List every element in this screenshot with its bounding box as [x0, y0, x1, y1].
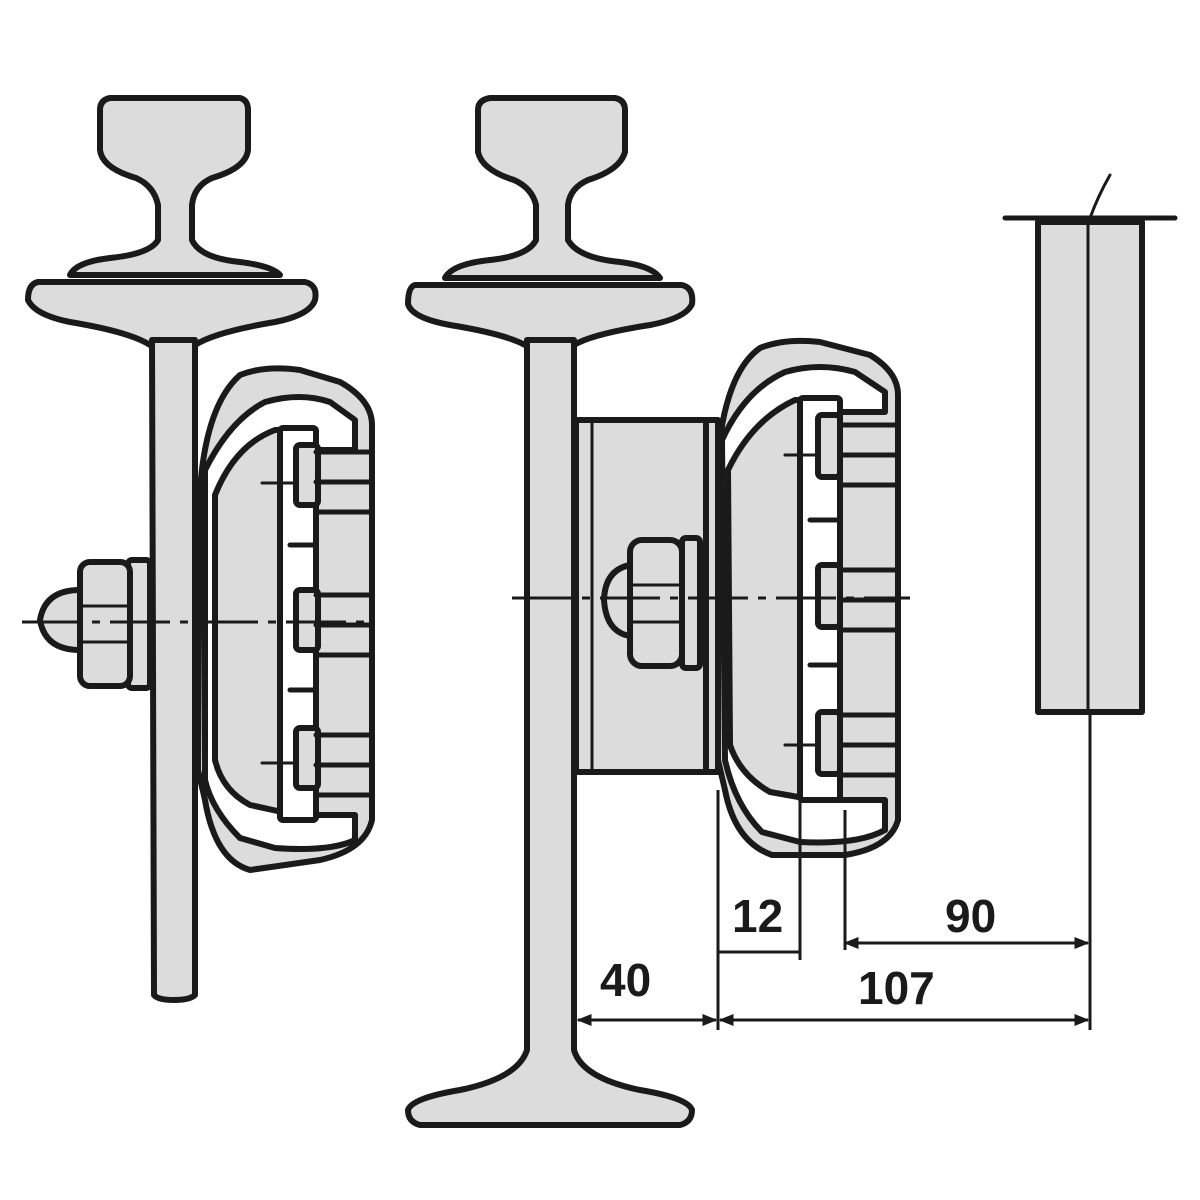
- middle-assembly: [405, 95, 910, 1128]
- dimension-40-label: 40: [600, 954, 651, 1006]
- left-comb: [260, 425, 375, 823]
- middle-beam-top-flange: [405, 282, 696, 348]
- left-nut: [77, 559, 133, 689]
- right-conductor-profile: [1002, 173, 1178, 715]
- dimension-90-label: 90: [945, 890, 996, 942]
- middle-beam-web: [405, 337, 695, 1128]
- dimension-12-label: 12: [732, 890, 783, 942]
- dimension-107-label: 107: [858, 962, 935, 1014]
- left-assembly: [22, 95, 375, 1003]
- left-beam-web: [149, 337, 198, 1003]
- left-beam-flange: [25, 279, 319, 348]
- left-rail-head: [67, 95, 283, 278]
- middle-nut: [627, 537, 685, 669]
- middle-rail-head: [442, 95, 663, 281]
- left-bolt-end: [37, 587, 83, 653]
- conductor-bar: [1035, 219, 1145, 715]
- dimension-lines: 12 90 40 107: [573, 715, 1092, 1030]
- middle-bolt-end: [601, 562, 633, 639]
